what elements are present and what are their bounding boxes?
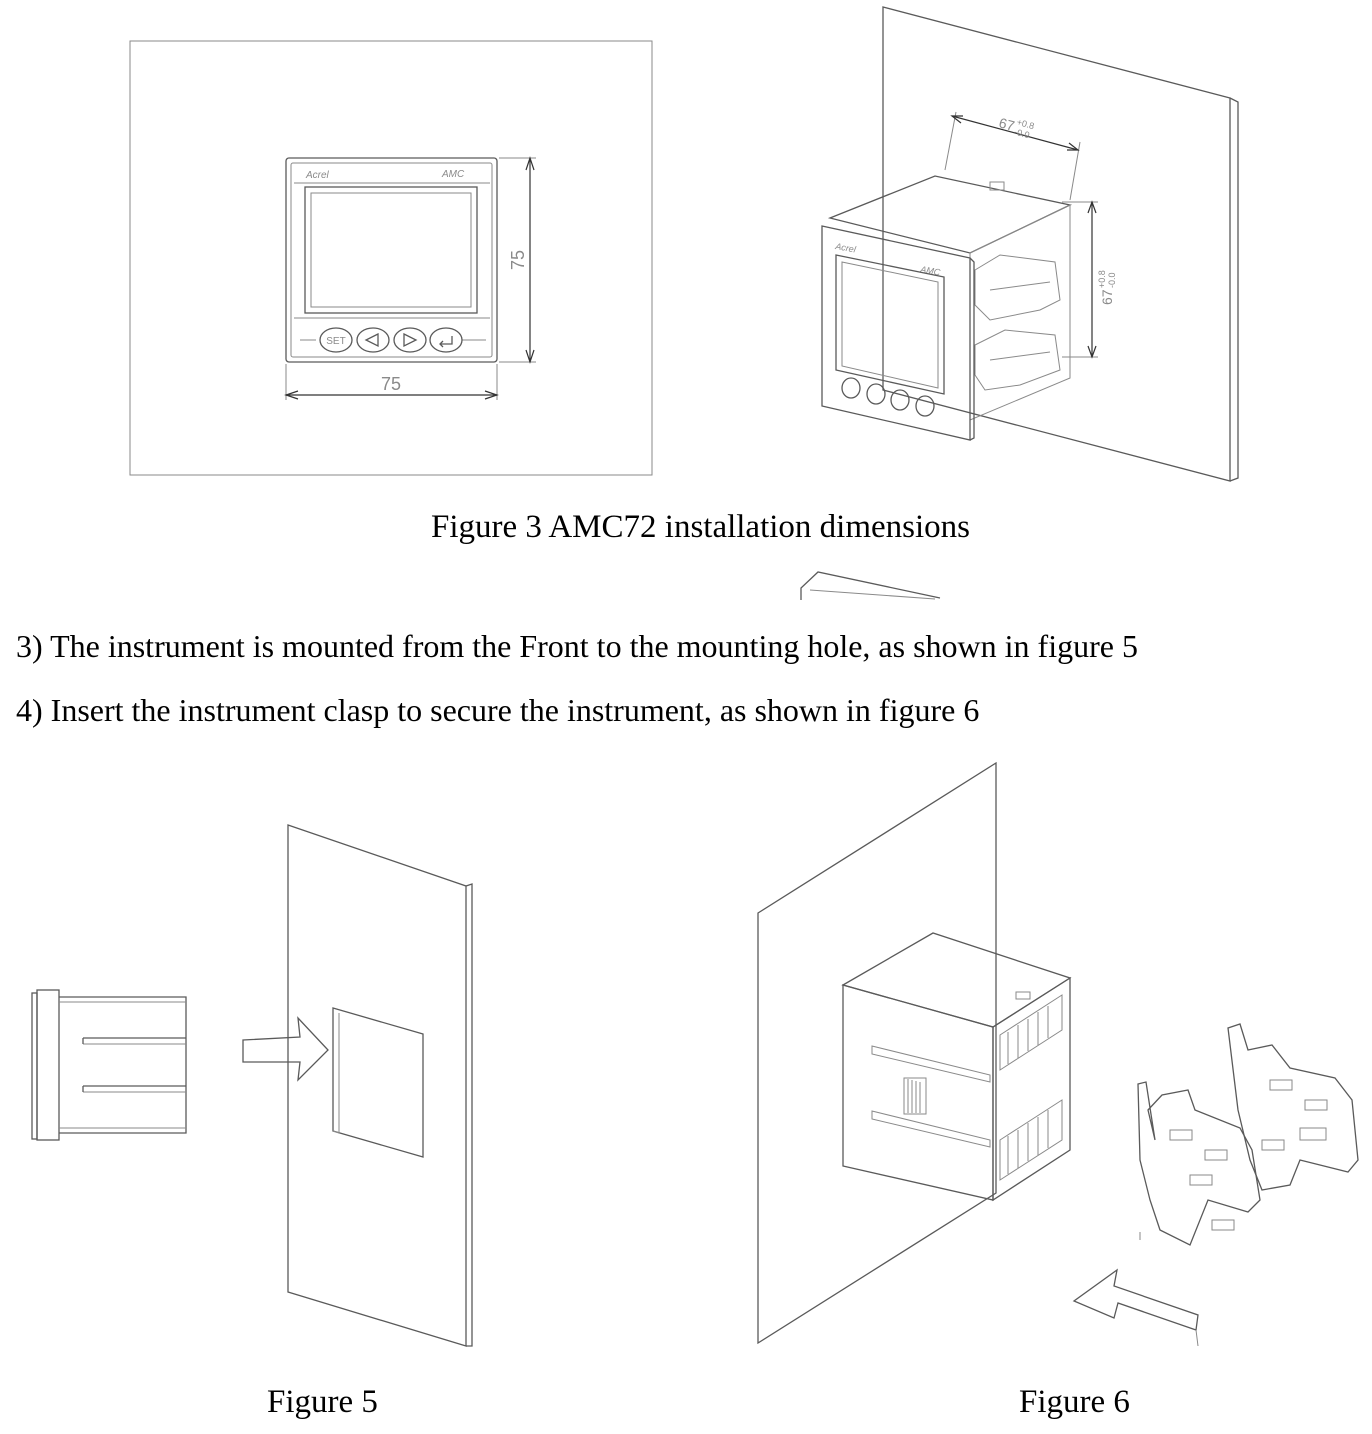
iso-model-label: AMC [919, 264, 942, 278]
instruction-step-3: 3) The instrument is mounted from the Fr… [16, 628, 1138, 664]
iso-button-3-icon [890, 389, 910, 411]
mounting-panel-fig6 [757, 761, 997, 1345]
meter-label-grid [903, 1077, 927, 1115]
iso-meter-bezel [821, 225, 971, 441]
iso-brand-label: Acrel [834, 241, 858, 255]
figure6-caption: Figure 6 [1019, 1384, 1130, 1420]
enter-button-icon [429, 327, 463, 353]
terminal-block-upper [999, 994, 1063, 1071]
cutout-width-dimension-line [951, 115, 1079, 151]
iso-button-2-icon [866, 383, 886, 405]
set-button-icon [319, 327, 353, 353]
cutout-height-value: 67 [1099, 289, 1115, 305]
meter-side-body [59, 996, 187, 1134]
meter-body-top [827, 175, 1072, 254]
meter-back-face [992, 976, 1071, 1202]
height-dimension-label: 75 [508, 250, 528, 270]
clasp-insert-arrow-icon [1072, 1268, 1199, 1331]
mounting-hole [332, 1007, 424, 1158]
meter-front-edge [36, 989, 60, 1141]
set-button-label: SET [326, 336, 345, 347]
meter-body-side [969, 204, 1071, 421]
mounting-panel [287, 824, 467, 1347]
iso-button-1-icon [841, 377, 861, 399]
figure6-drawing [757, 761, 1359, 1347]
meter-top-face [841, 932, 1072, 1028]
clasp-front [1137, 1081, 1261, 1246]
cutout-width-tol-plus: +0.8 [1016, 117, 1036, 131]
figure3-caption: Figure 3 AMC72 installation dimensions [431, 509, 971, 545]
front-view-frame [129, 40, 653, 476]
meter-bezel [285, 157, 498, 363]
iso-screen [835, 254, 945, 395]
cutout-height-tol-plus: +0.8 [1097, 270, 1107, 288]
cutout-width-tol-minus: -0.0 [1013, 127, 1031, 141]
right-button-icon [393, 327, 427, 353]
meter-screen [304, 186, 478, 314]
cutout-width-value: 67 [997, 114, 1016, 134]
figure3-front-view: Acrel AMC SET 75 75 [129, 40, 653, 476]
figure3-iso-view: Acrel AMC 67 +0.8 -0.0 67 +0.8 -0.0 [821, 6, 1239, 482]
page-artifact [800, 571, 941, 600]
clasp-back [1227, 1023, 1359, 1191]
figure5-drawing [31, 824, 473, 1347]
insert-arrow-icon [242, 1016, 329, 1082]
iso-button-4-icon [915, 395, 935, 417]
figure5-caption: Figure 5 [267, 1384, 378, 1420]
instruction-step-4: 4) Insert the instrument clasp to secure… [16, 692, 980, 728]
width-dimension-label: 75 [381, 374, 401, 394]
left-button-icon [356, 327, 390, 353]
front-model-label: AMC [441, 169, 465, 180]
meter-left-face [842, 984, 994, 1201]
terminal-block-lower [999, 1099, 1063, 1181]
front-brand-label: Acrel [305, 170, 330, 181]
cutout-height-tol-minus: -0.0 [1107, 272, 1117, 288]
